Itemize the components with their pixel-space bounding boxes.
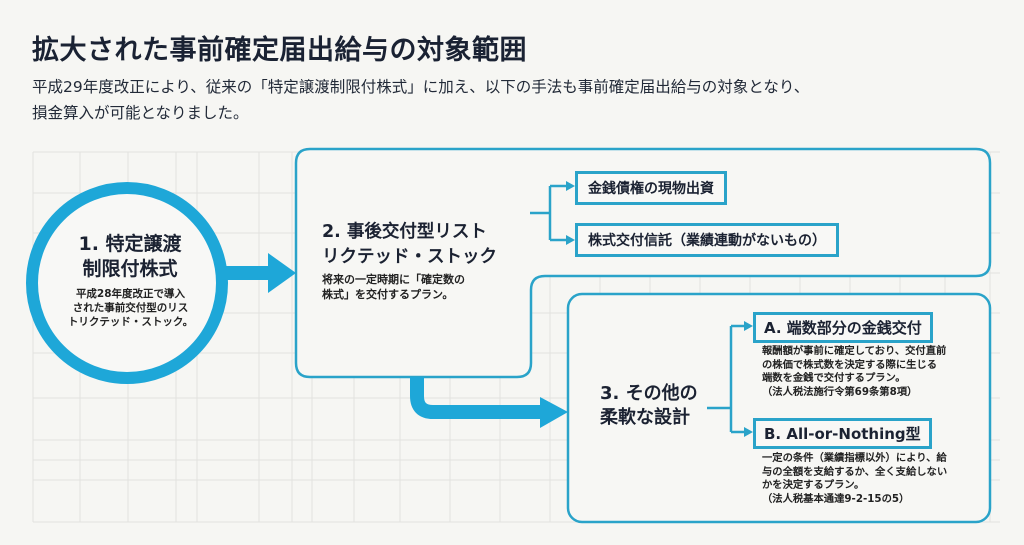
node-3-subitem-a-label: A. 端数部分の金銭交付 xyxy=(753,312,933,343)
node-1-description: 平成28年度改正で導入 された事前交付型のリス トリクテッド・ストック。 xyxy=(58,287,203,329)
node-1-desc-line: トリクテッド・ストック。 xyxy=(67,316,194,328)
subitem-b-desc-line: 一定の条件（業績指標以外）により、給 xyxy=(762,452,947,464)
node-1-desc-line: 平成28年度改正で導入 xyxy=(75,288,186,300)
node-3-frame xyxy=(566,292,992,524)
node-3-branch-connector xyxy=(707,324,746,434)
node-2-title-line-2: リクテッド・ストック xyxy=(322,247,497,267)
node-2-description: 将来の一定時期に「確定数の 株式」を交付するプラン。 xyxy=(322,272,512,302)
node-2-desc-line: 株式」を交付するプラン。 xyxy=(322,288,454,301)
node-2-title-line-1: 2. 事後交付型リスト xyxy=(322,222,487,242)
node-3-subitem-b-label: B. All-or-Nothing型 xyxy=(753,418,932,449)
node-2-subitem-stock-trust: 株式交付信託（業績連動がないもの） xyxy=(575,223,839,257)
branch-arrowhead-1 xyxy=(566,181,575,191)
subitem-a-desc-line: の株価で株式数を決定する際に生じる xyxy=(762,358,938,371)
subitem-a-desc-line: 報酬額が事前に確定しており、交付直前 xyxy=(762,345,947,357)
node-3-subitem-a-description: 報酬額が事前に確定しており、交付直前 の株価で株式数を決定する際に生じる 端数を… xyxy=(762,345,972,399)
page-subtitle: 平成29年度改正により、従来の「特定譲渡制限付株式」に加え、以下の手法も事前確定… xyxy=(32,74,992,126)
subitem-a-desc-line: （法人税法施行令第69条第8項） xyxy=(762,385,918,398)
node-2-subitem-monetary-claim: 金銭債権の現物出資 xyxy=(575,171,727,205)
node-1-desc-line: された事前交付型のリス xyxy=(72,302,189,314)
branch-arrowhead-2 xyxy=(566,235,575,245)
arrow-node1-to-node2 xyxy=(222,253,296,293)
node-1-title: 1. 特定譲渡 制限付株式 xyxy=(55,232,205,282)
arrow-node2-to-node3 xyxy=(410,377,568,428)
node-3-title-line-1: 3. その他の xyxy=(600,383,698,404)
subtitle-line-2: 損金算入が可能となりました。 xyxy=(32,104,249,122)
subitem-b-desc-line: かを決定するプラン。 xyxy=(762,479,865,491)
node-2-title: 2. 事後交付型リスト リクテッド・ストック xyxy=(322,220,532,270)
node-1-title-line-1: 1. 特定譲渡 xyxy=(78,233,182,255)
branch-arrowhead-b xyxy=(744,427,753,437)
node-1-circle xyxy=(26,182,228,384)
page-title: 拡大された事前確定届出給与の対象範囲 xyxy=(32,35,527,66)
node-2-branch-connector xyxy=(530,184,568,242)
subtitle-line-1: 平成29年度改正により、従来の「特定譲渡制限付株式」に加え、以下の手法も事前確定… xyxy=(32,78,810,96)
node-2-desc-line: 将来の一定時期に「確定数の xyxy=(322,273,465,286)
node-3-title-line-2: 柔軟な設計 xyxy=(600,407,690,428)
branch-arrowhead-a xyxy=(744,321,753,331)
subitem-b-desc-line: （法人税基本通達9-2-15の5） xyxy=(762,492,910,505)
node-1-title-line-2: 制限付株式 xyxy=(82,258,178,280)
node-2-frame xyxy=(294,147,992,379)
subitem-b-desc-line: 与の全額を支給するか、全く支給しない xyxy=(762,465,948,478)
node-3-title: 3. その他の 柔軟な設計 xyxy=(600,382,710,430)
node-3-subitem-b-description: 一定の条件（業績指標以外）により、給 与の全額を支給するか、全く支給しない かを… xyxy=(762,452,972,506)
subitem-a-desc-line: 端数を金銭で交付するプラン。 xyxy=(762,372,906,384)
